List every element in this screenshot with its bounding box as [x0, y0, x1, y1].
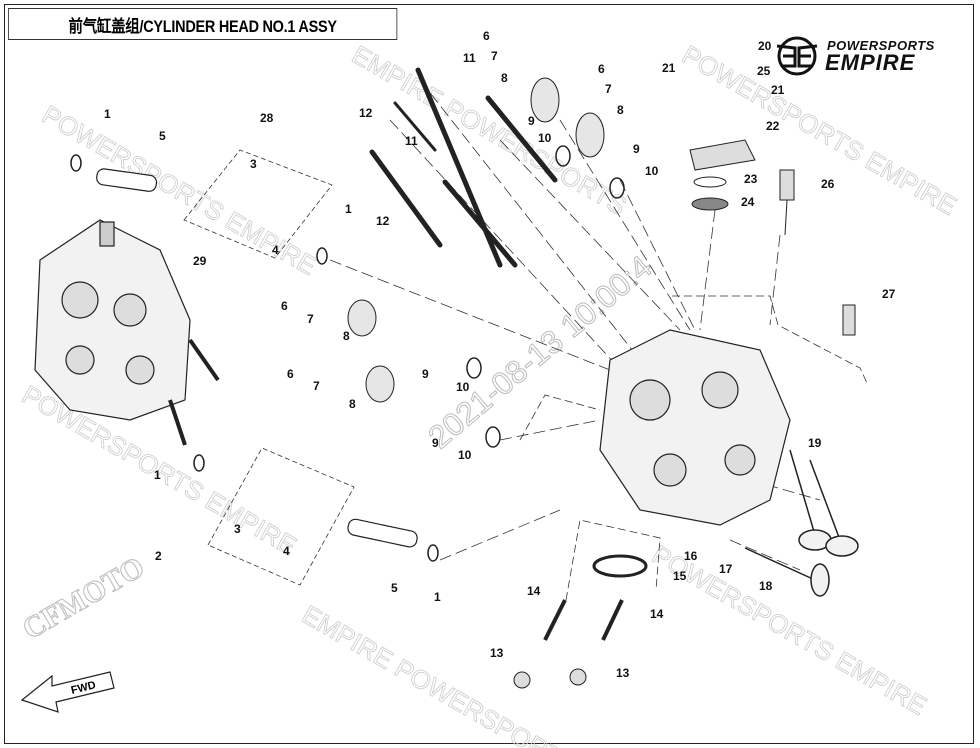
callout-number: 2 — [155, 549, 162, 563]
leader-line — [519, 394, 601, 441]
callout-number: 26 — [821, 177, 835, 191]
callout-number: 11 — [405, 134, 418, 148]
callout-number: 3 — [250, 157, 257, 171]
callout-number: 23 — [744, 172, 758, 186]
logo-line2: EMPIRE — [825, 50, 916, 75]
callout-number: 21 — [771, 83, 785, 97]
rocker-arm-box-lower — [207, 447, 355, 586]
leader-line — [565, 519, 661, 601]
callout-number: 7 — [491, 49, 498, 63]
callout-number: 11 — [463, 51, 476, 65]
valve-springs — [347, 77, 729, 578]
cylinder-head-assembly-right — [599, 329, 791, 526]
callout-number: 7 — [313, 379, 320, 393]
sensors-and-housing — [689, 139, 856, 336]
empire-wings-icon — [776, 36, 818, 76]
callout-number: 1 — [154, 468, 161, 482]
diagram-frame — [4, 4, 974, 744]
callout-number: 1 — [434, 590, 441, 604]
callout-number: 20 — [758, 39, 772, 53]
callout-number: 14 — [650, 607, 664, 621]
callout-number: 4 — [272, 243, 279, 257]
callout-number: 21 — [662, 61, 676, 75]
callout-number: 10 — [538, 131, 552, 145]
callout-number: 8 — [343, 329, 350, 343]
callout-number: 6 — [287, 367, 294, 381]
callout-number: 8 — [349, 397, 356, 411]
callout-number: 4 — [283, 544, 290, 558]
callout-number: 25 — [757, 64, 771, 78]
rocker-arm-box-upper — [183, 149, 333, 259]
page-title: 前气缸盖组/CYLINDER HEAD NO.1 ASSY — [8, 8, 398, 40]
svg-text:POWERSPORTS EMPIRE: POWERSPORTS EMPIRE — [647, 539, 932, 721]
callout-number: 7 — [605, 82, 612, 96]
callout-number: 13 — [490, 646, 504, 660]
callout-number: 15 — [673, 569, 687, 583]
head-bolts — [369, 67, 558, 268]
studs — [543, 599, 624, 641]
valves — [744, 449, 859, 597]
callout-labels: 1528341291112111267867891091067891067891… — [104, 29, 896, 680]
leader-line — [672, 295, 869, 386]
callout-number: 17 — [719, 562, 733, 576]
callout-number: 22 — [766, 119, 780, 133]
callout-number: 10 — [456, 380, 470, 394]
callout-number: 6 — [483, 29, 490, 43]
callout-number: 9 — [528, 114, 535, 128]
callout-number: 12 — [359, 106, 373, 120]
washers — [70, 145, 625, 562]
cylinder-head-assembly-left — [34, 219, 220, 446]
callout-number: 9 — [422, 367, 429, 381]
callout-number: 19 — [808, 436, 822, 450]
callout-number: 10 — [645, 164, 659, 178]
callout-number: 9 — [633, 142, 640, 156]
brand-logo: POWERSPORTS EMPIRE — [775, 36, 945, 78]
fwd-label: FWD — [70, 679, 97, 697]
callout-number: 18 — [759, 579, 773, 593]
callout-number: 16 — [684, 549, 698, 563]
svg-text:CFMOTO: CFMOTO — [17, 550, 150, 646]
nuts — [513, 668, 587, 689]
callout-number: 9 — [432, 436, 439, 450]
callout-number: 8 — [501, 71, 508, 85]
callout-number: 1 — [104, 107, 111, 121]
rocker-shafts — [96, 168, 418, 548]
logo-line1: POWERSPORTS — [827, 38, 935, 53]
callout-number: 7 — [307, 312, 314, 326]
callout-number: 27 — [882, 287, 896, 301]
callout-number: 8 — [617, 103, 624, 117]
callout-number: 5 — [391, 581, 398, 595]
callout-number: 14 — [527, 584, 541, 598]
callout-number: 3 — [234, 522, 241, 536]
callout-number: 5 — [159, 129, 166, 143]
callout-number: 13 — [616, 666, 630, 680]
callout-number: 6 — [598, 62, 605, 76]
callout-number: 1 — [345, 202, 352, 216]
callout-number: 29 — [193, 254, 207, 268]
svg-text:EMPIRE POWERSPORTS: EMPIRE POWERSPORTS — [297, 599, 582, 748]
forward-direction-arrow: FWD — [20, 671, 115, 713]
callout-number: 28 — [260, 111, 274, 125]
callout-number: 10 — [458, 448, 472, 462]
callout-number: 24 — [741, 195, 755, 209]
leader-lines — [329, 79, 821, 571]
callout-number: 6 — [281, 299, 288, 313]
callout-number: 12 — [376, 214, 390, 228]
